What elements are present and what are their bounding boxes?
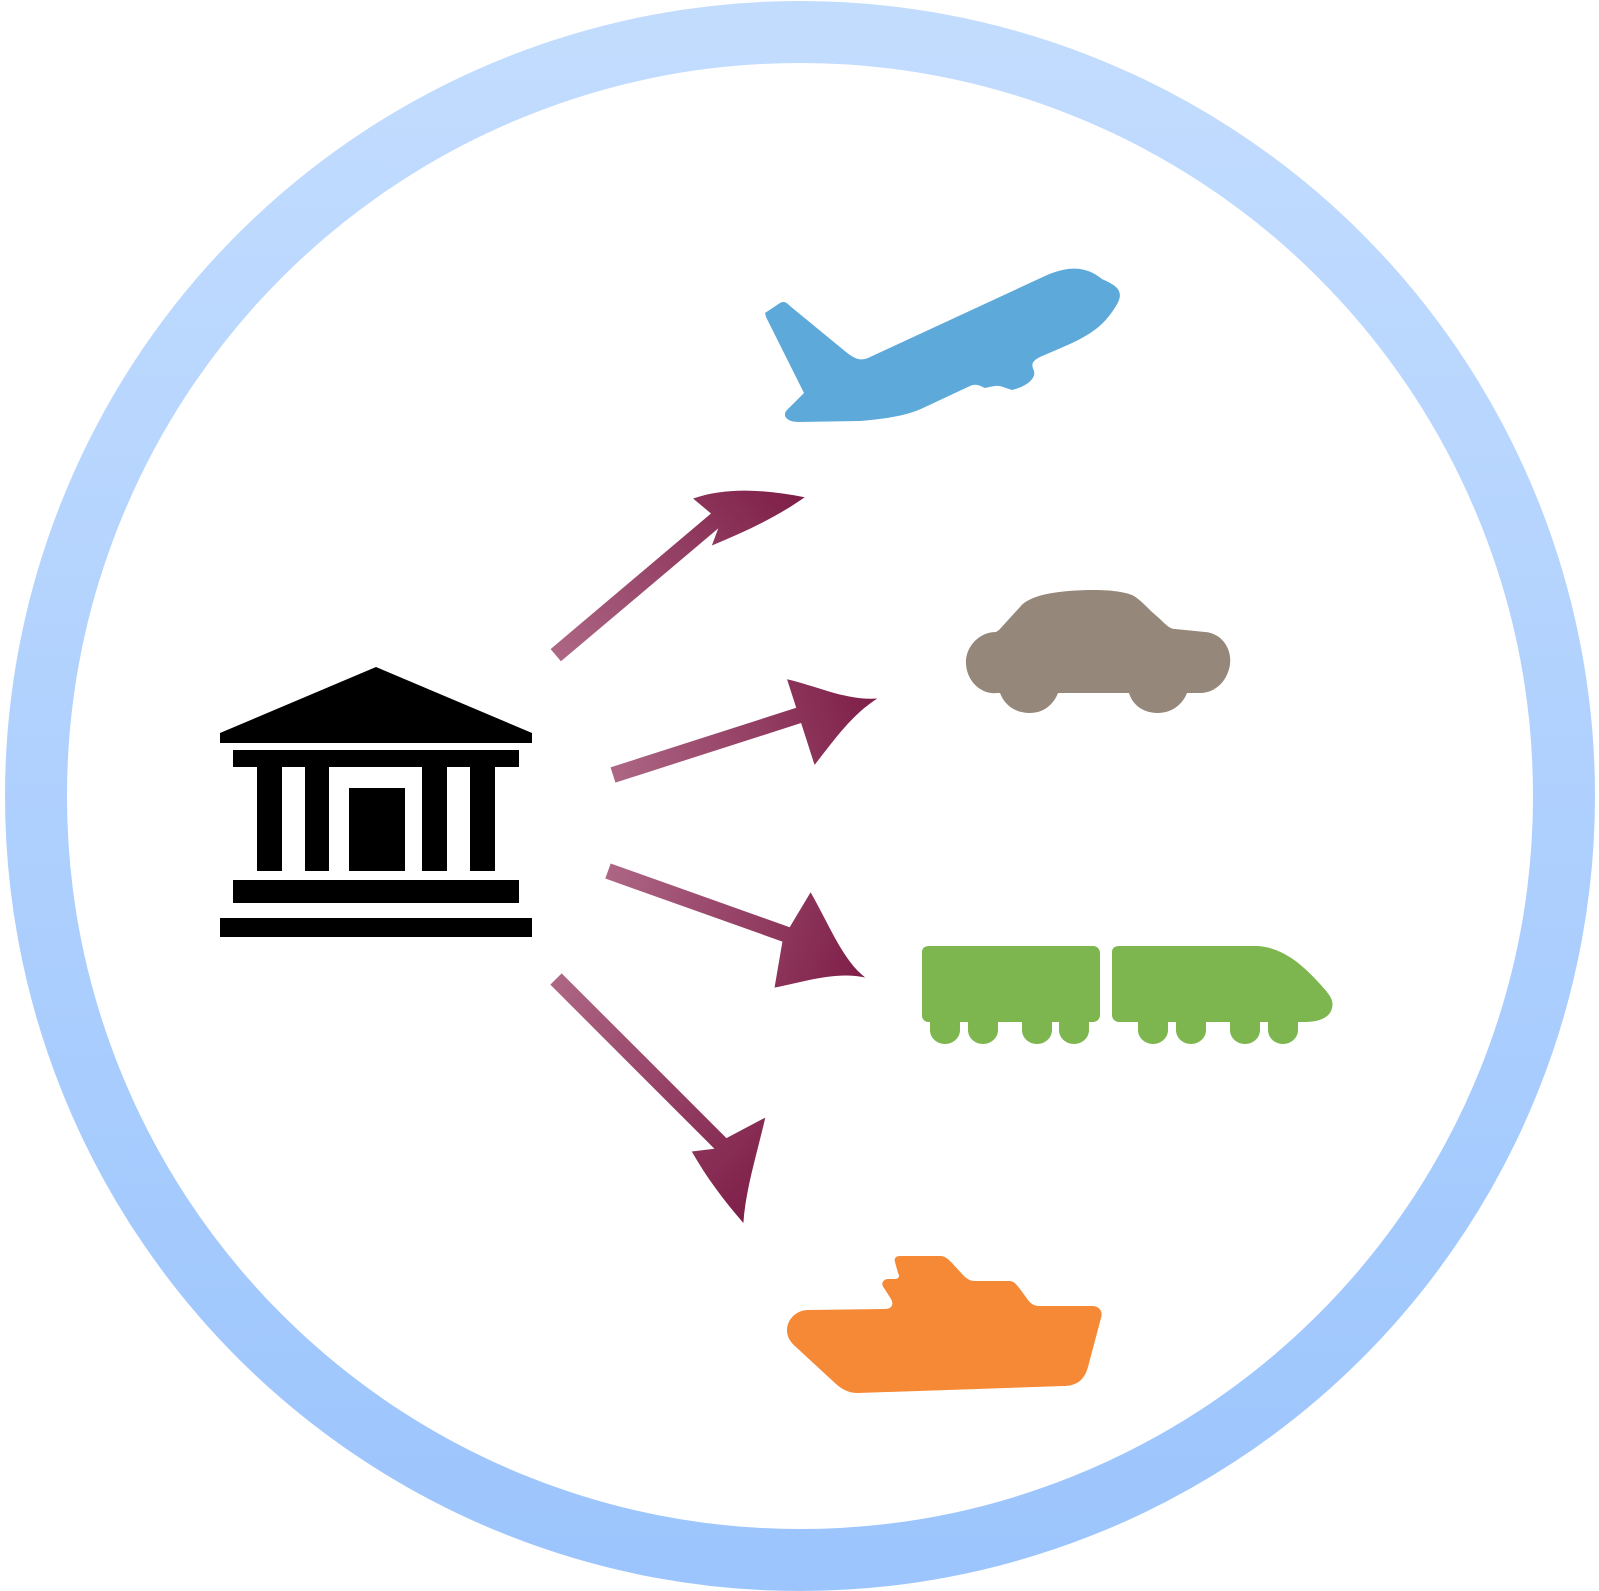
arrow-to-car — [610, 679, 878, 783]
government-building-icon — [220, 667, 532, 937]
car-icon — [965, 590, 1231, 713]
ship-icon — [787, 1256, 1102, 1393]
train-icon — [922, 946, 1333, 1044]
arrow-to-train — [605, 863, 866, 988]
outer-ring — [5, 1, 1595, 1591]
arrow-to-ship — [550, 973, 766, 1223]
arrow-to-airplane — [550, 490, 805, 662]
airplane-icon — [765, 268, 1120, 422]
